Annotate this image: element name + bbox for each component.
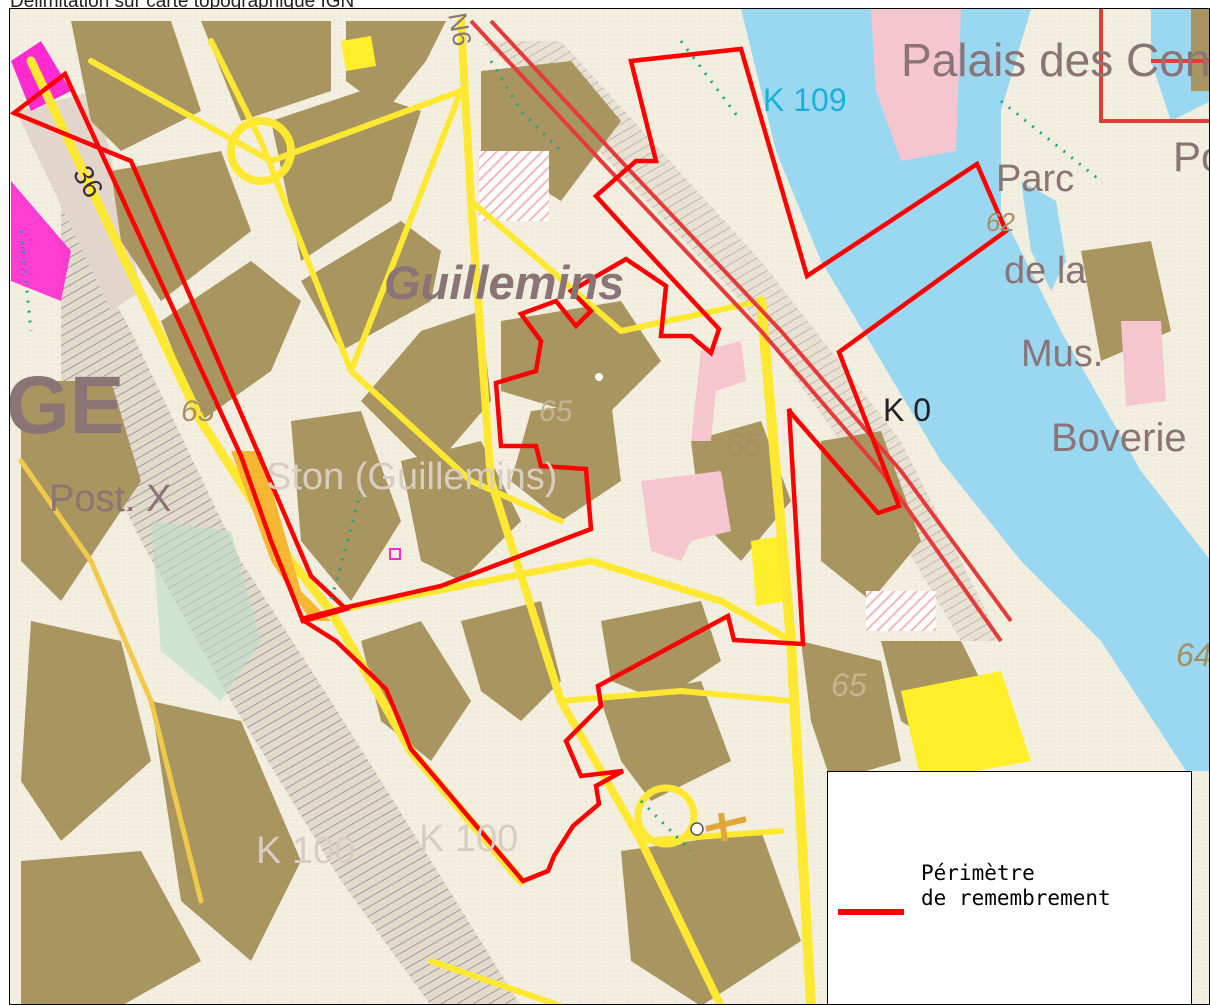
label-po: Po: [1173, 133, 1210, 180]
label-n6: N6: [442, 10, 477, 48]
label-k100-a: K 100: [256, 830, 355, 872]
building-striped-2: [866, 591, 936, 631]
station-platform: [16, 91, 141, 311]
label-k109: K 109: [763, 82, 847, 118]
label-boverie: Boverie: [1051, 416, 1187, 460]
map-legend: Périmètre de remembrement: [827, 771, 1192, 1005]
label-guillemins: Guillemins: [384, 256, 624, 309]
road-network: [18, 17, 816, 1004]
label-alt-65-c: 65: [726, 427, 762, 463]
church-icon: [690, 822, 704, 836]
topographic-map[interactable]: GE Guillemins Ston (Guillemins) Post. X …: [9, 8, 1210, 1005]
label-liege: GE: [10, 360, 124, 451]
roundabout-north: [227, 117, 295, 185]
building-blocks: [21, 9, 1209, 1004]
building-pink-block: [691, 341, 746, 441]
building-yellow-1: [751, 536, 786, 606]
label-alt-65-b: 65: [539, 395, 573, 428]
legend-line-1: Périmètre: [921, 861, 1035, 885]
perimeter-legend-swatch: [838, 909, 904, 915]
park-pond: [1021, 181, 1066, 291]
railway-east: [481, 41, 1001, 641]
building-striped-1: [479, 151, 549, 221]
star-icon: [595, 373, 603, 381]
river-meuse: [741, 9, 1209, 771]
green-area: [151, 521, 261, 701]
label-mus: Mus.: [1021, 333, 1103, 375]
building-palais: [871, 9, 961, 161]
building-hospital: [641, 471, 731, 561]
label-alt-65-d: 65: [831, 667, 867, 703]
perimeter-outline: [10, 46, 1009, 884]
label-post: Post. X: [49, 478, 172, 520]
building-yellow-2: [901, 671, 1031, 781]
label-dela: de la: [1004, 250, 1087, 292]
label-k0: K 0: [883, 392, 931, 428]
monument-icon: [389, 548, 401, 560]
label-alt-64: 64: [1176, 637, 1210, 673]
label-station: Ston (Guillemins): [266, 456, 557, 498]
roundabout-south: [634, 784, 698, 848]
label-palais: Palais des Cong: [901, 34, 1210, 86]
church-cross-icon: [705, 812, 747, 842]
label-parc: Parc: [996, 158, 1074, 200]
perimeter-legend-label: Périmètre de remembrement: [921, 861, 1111, 911]
building-museum: [1121, 321, 1166, 406]
label-k100-b: K 100: [419, 818, 518, 860]
dotted-lines: [19, 40, 1102, 853]
label-alt-65-a: 65: [181, 395, 215, 428]
building-yellow-3: [341, 36, 376, 71]
expressway: [469, 9, 1209, 643]
label-alt-62: 62: [986, 207, 1015, 237]
legend-line-2: de remembrement: [921, 886, 1111, 910]
